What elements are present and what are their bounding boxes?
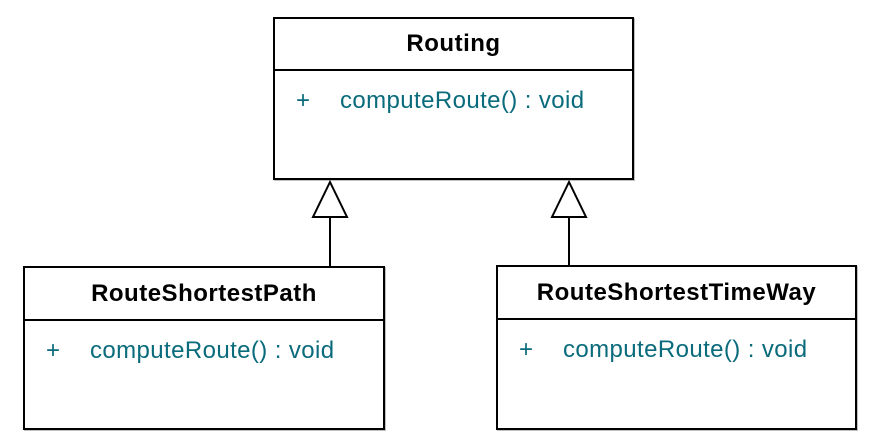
class-name: Routing (275, 19, 632, 71)
class-name: RouteShortestPath (25, 268, 383, 321)
class-box-routing: Routing + computeRoute() : void (273, 17, 634, 180)
method: + computeRoute() : void (519, 336, 845, 364)
method-visibility: + (296, 87, 311, 114)
method-signature: computeRoute() : void (340, 87, 585, 114)
methods-compartment: + computeRoute() : void (498, 320, 855, 428)
method-signature: computeRoute() : void (90, 337, 335, 364)
class-box-route-shortest-path: RouteShortestPath + computeRoute() : voi… (23, 266, 385, 430)
class-name: RouteShortestTimeWay (498, 267, 855, 320)
method-visibility: + (46, 337, 61, 364)
class-box-route-shortest-time-way: RouteShortestTimeWay + computeRoute() : … (496, 265, 857, 430)
methods-compartment: + computeRoute() : void (25, 321, 383, 428)
method: + computeRoute() : void (296, 87, 622, 115)
method: + computeRoute() : void (46, 337, 373, 365)
method-visibility: + (519, 336, 534, 363)
generalization-arrowhead-left (311, 179, 349, 218)
generalization-arrowhead-right (550, 179, 588, 218)
methods-compartment: + computeRoute() : void (275, 71, 632, 178)
method-signature: computeRoute() : void (563, 336, 808, 363)
